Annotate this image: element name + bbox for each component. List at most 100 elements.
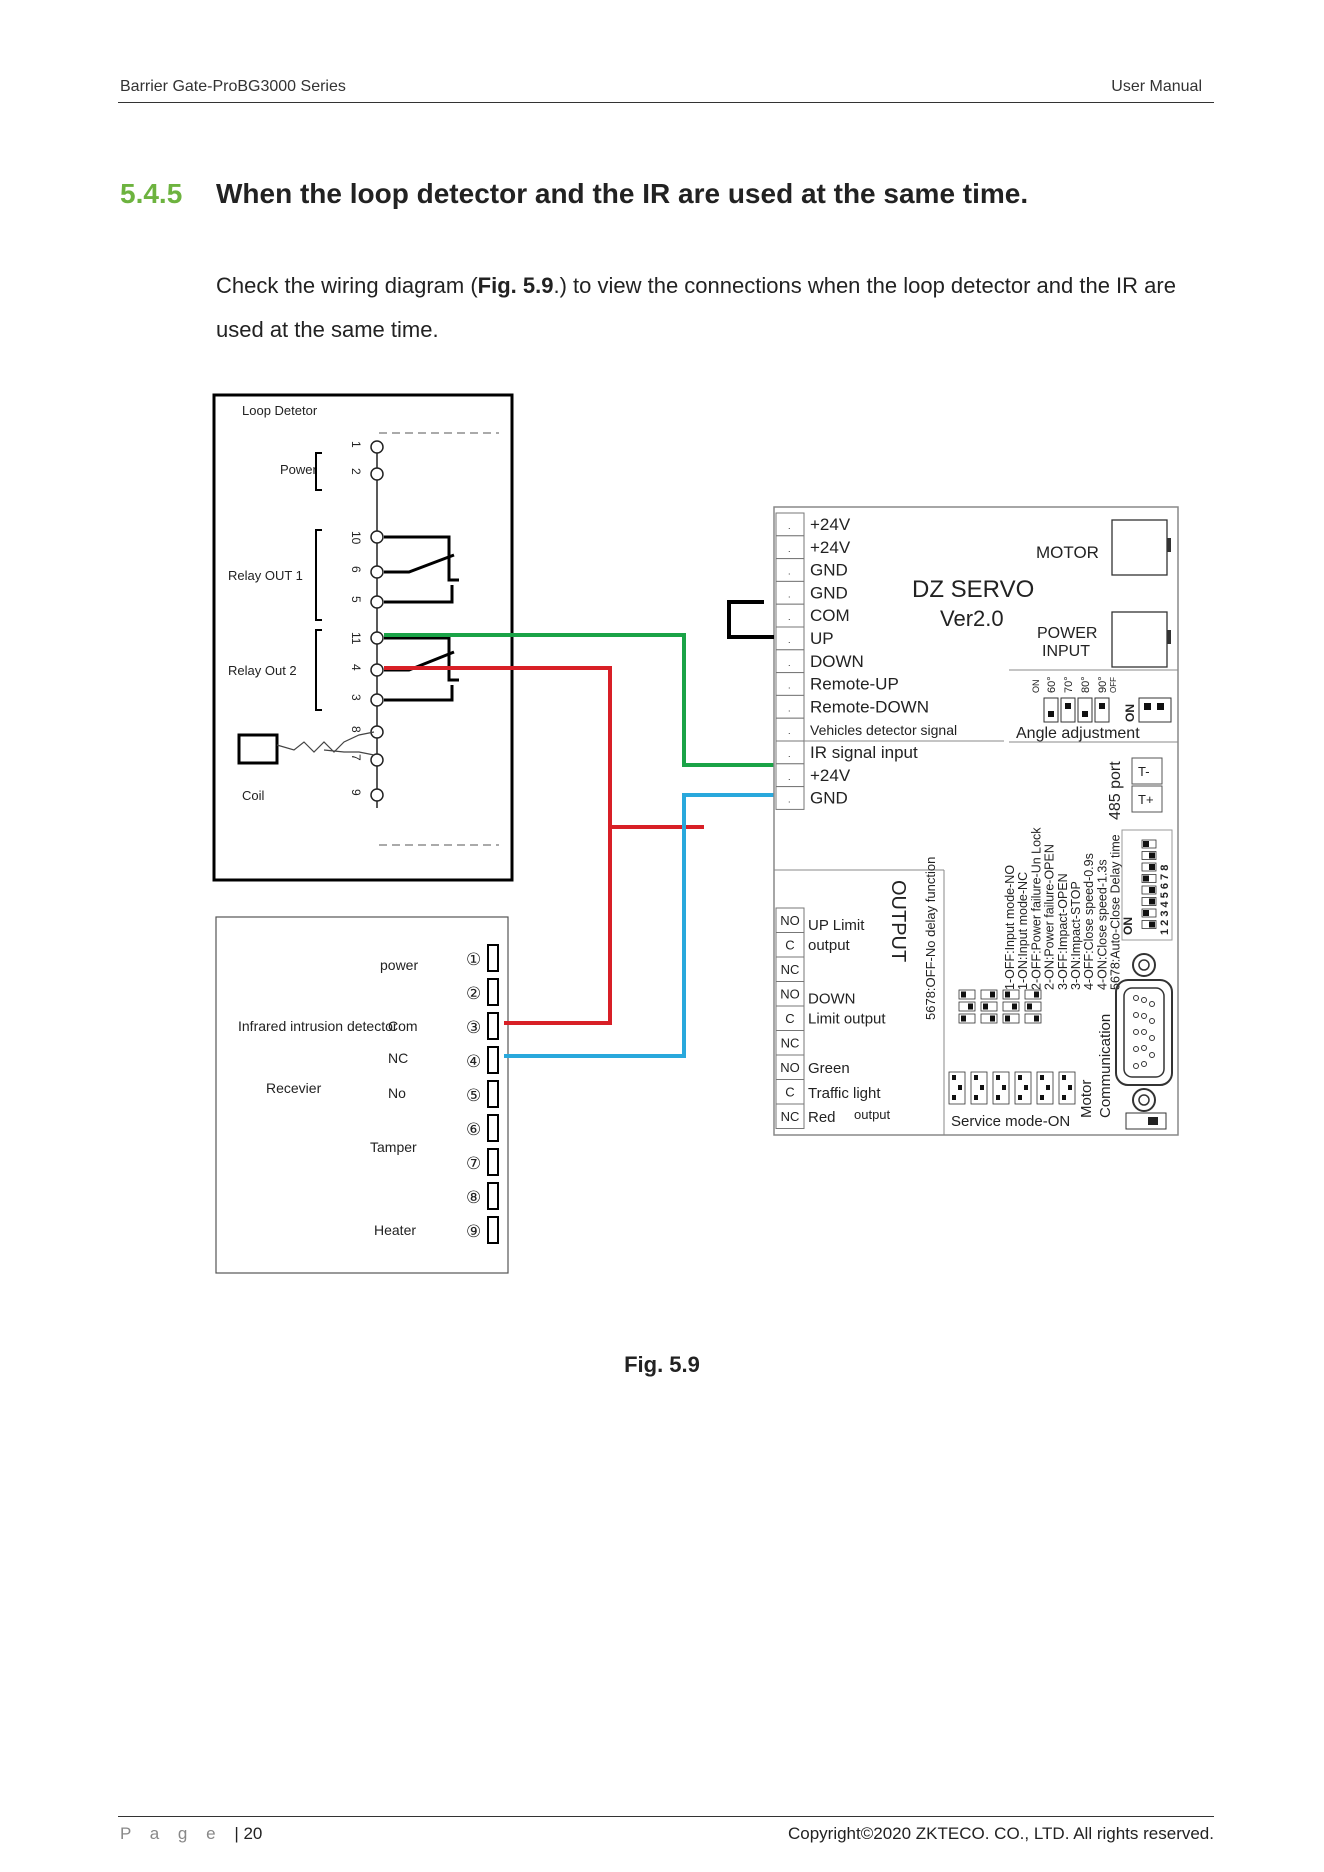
output-label: output [854,1107,891,1122]
db15-pin [1149,1052,1155,1058]
angle-value: 90° [1097,676,1109,693]
terminal-dot: . [788,612,791,622]
main-dip-on-label: ON [1121,917,1135,935]
delay-dip-knob [1040,1075,1044,1080]
header-product: Barrier Gate-ProBG3000 Series [120,78,346,95]
ir-pin-number: ① [466,950,481,969]
terminal-dot: . [788,726,791,736]
angle-dip [1060,697,1076,723]
output-pin-label: C [785,1011,794,1026]
terminal-dot: . [788,635,791,645]
pair-dip-knob [1157,703,1164,710]
delay-dip-knob [1040,1095,1044,1100]
main-dip-numbers: 1 2 3 4 5 6 7 8 [1159,865,1171,935]
output-pin-cell [775,1054,805,1080]
output-pin-cell [775,1005,805,1031]
terminal-dot: . [788,658,791,668]
delay-dip-knob [1005,1015,1010,1022]
ir-detector: power Infrared intrusion detector Com NC… [215,916,509,1274]
loop-pin-number: 2 [349,468,363,475]
delay-note: 5678:OFF-No delay function [923,857,938,1020]
loop-terminal [370,440,384,454]
ir-tamper-label: Tamper [370,1139,417,1155]
terminal-label: GND [810,561,848,580]
db15-pin [1133,1012,1139,1018]
loop-terminal [370,530,384,544]
ir-terminal [487,978,499,1006]
output-label: Red [808,1109,836,1126]
terminal-label: DOWN [810,652,864,671]
delay-dip-knob [1012,1003,1017,1010]
angle-value: 60° [1046,676,1058,693]
angle-value: 80° [1080,676,1092,693]
angle-dip [1077,697,1093,723]
pair-dip [1138,697,1172,723]
terminal-dot: . [788,795,791,805]
ir-power-label: power [380,957,418,973]
dip-note: 2-OFF:Power failure-Un Lock [1029,827,1043,990]
dip-note: 2-ON:Power failure-OPEN [1043,844,1057,990]
delay-dip-slot [958,1001,976,1012]
delay-dip-knob [1062,1075,1066,1080]
pair-on-label: ON [1123,704,1137,722]
output-pin-label: NC [781,1036,800,1051]
ir-detector-frame [215,916,509,1274]
dip-note: 1-OFF:Input mode-NO [1003,865,1017,990]
delay-dip-slot [970,1071,988,1105]
output-pin-label: NO [780,913,800,928]
db15-pin [1141,1029,1147,1035]
relay1-label: Relay OUT 1 [228,568,303,583]
ir-nc-label: NC [388,1050,408,1066]
delay-dip-slot [980,1001,998,1012]
angle-dip [1094,697,1110,723]
delay-dip-knob [1068,1085,1072,1090]
loop-pin-number: 9 [349,789,363,796]
terminal-label: +24V [810,515,851,534]
main-dip-knob [1149,898,1155,905]
page-number: P a g e | 20 [120,1824,262,1844]
t-minus-terminal [1131,757,1163,785]
delay-dip-knob [1034,1015,1039,1022]
delay-dip-slot [1024,1001,1042,1012]
delay-dip-knob [1034,991,1039,998]
delay-dip-knob [961,991,966,998]
output-label: DOWN [808,991,856,1008]
dip-note: 3-ON:Impact-STOP [1069,881,1083,990]
delay-dip-slot [1058,1071,1076,1105]
delay-dip-knob [1018,1095,1022,1100]
ir-terminal [487,1114,499,1142]
t-plus-terminal [1131,785,1163,813]
section-title: When the loop detector and the IR are us… [216,178,1029,209]
output-pin-cell [775,981,805,1007]
output-label: output [808,937,851,954]
delay-dip-knob [1046,1085,1050,1090]
loop-pin-number: 8 [349,726,363,733]
delay-dip-slot [948,1071,966,1105]
terminal-label: +24V [810,766,851,785]
delay-dip-slot [992,1071,1010,1105]
ir-terminal [487,1148,499,1176]
terminal-label: UP [810,629,834,648]
terminal-label: Remote-UP [810,675,899,694]
ir-pin-number: ④ [466,1052,481,1071]
output-title: OUTPUT [887,880,909,962]
output-label: Green [808,1060,850,1077]
output-pin-cell [775,1079,805,1105]
ir-heater-label: Heater [374,1222,416,1238]
ir-pin-number: ⑤ [466,1086,481,1105]
delay-dip-switches [948,989,1076,1105]
db15-pin [1133,1063,1139,1069]
angle-dip-knob [1082,711,1088,717]
ir-no-label: No [388,1085,406,1101]
loop-detector-frame [212,393,514,882]
ir-receiver-label: Recevier [266,1080,322,1096]
ir-terminal [487,1216,499,1244]
delay-dip-knob [980,1085,984,1090]
power-input-label-2: INPUT [1042,643,1090,660]
db15-pin [1149,1001,1155,1007]
terminal-dot: . [788,544,791,554]
terminal-label: +24V [810,538,851,557]
output-pin-cell [775,956,805,982]
